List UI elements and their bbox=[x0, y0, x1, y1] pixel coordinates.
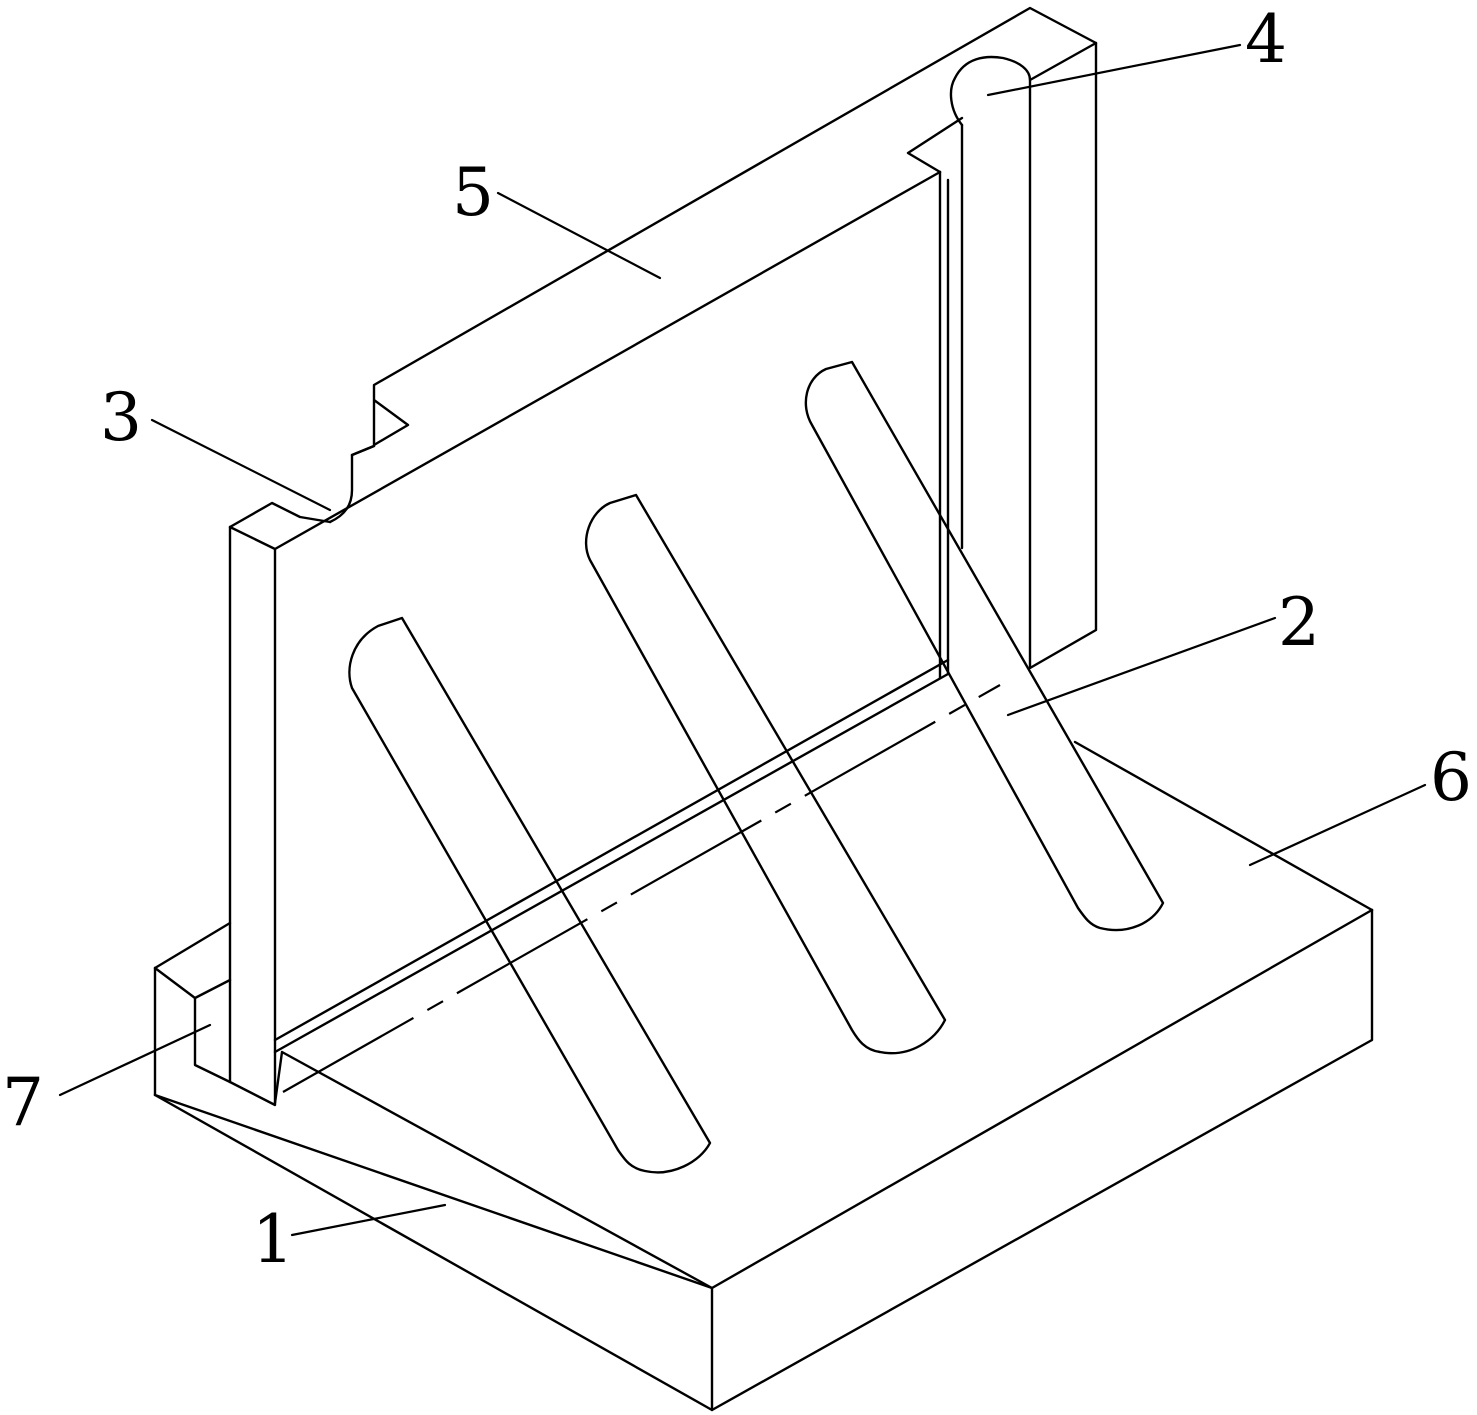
plate-bottom-edge bbox=[273, 672, 950, 1054]
leader-7 bbox=[58, 1023, 212, 1097]
leader-4 bbox=[986, 43, 1242, 97]
plate-top-notch bbox=[350, 444, 376, 457]
ledge-line bbox=[273, 658, 950, 1042]
plate-back-top-edge bbox=[328, 6, 1098, 670]
leader-1 bbox=[290, 1203, 447, 1237]
plate-left-post-top bbox=[228, 501, 332, 529]
leader-6 bbox=[1248, 783, 1427, 867]
step-inner-vertical bbox=[193, 996, 232, 1084]
base-step-groove bbox=[193, 996, 714, 1290]
plate-left-post-outer bbox=[228, 525, 277, 1107]
column-notch bbox=[906, 116, 964, 174]
leader-2 bbox=[1006, 616, 1277, 717]
column-round-top bbox=[949, 55, 1032, 127]
callout-6: 6 bbox=[1430, 739, 1472, 816]
right-column bbox=[1028, 41, 1098, 670]
leader-5 bbox=[496, 191, 662, 280]
leader-3 bbox=[150, 418, 332, 512]
callout-1: 1 bbox=[252, 1201, 294, 1278]
callout-5: 5 bbox=[452, 154, 494, 231]
callout-4: 4 bbox=[1245, 1, 1287, 78]
step-to-plate-line bbox=[273, 1050, 714, 1290]
base-left-top-inner bbox=[153, 966, 232, 1000]
base-back-left-edge bbox=[153, 921, 232, 970]
leader-lines bbox=[58, 43, 1427, 1237]
callout-labels: 1 2 3 4 5 6 7 bbox=[2, 1, 1472, 1278]
slot-right bbox=[804, 360, 1165, 932]
base-plate bbox=[153, 740, 1374, 1412]
slots bbox=[348, 360, 1165, 1174]
slot-left bbox=[348, 616, 712, 1174]
base-top-face-front-edge bbox=[153, 908, 1374, 1290]
callout-7: 7 bbox=[2, 1064, 44, 1141]
plate-front-top-edge bbox=[273, 170, 942, 551]
slot-middle bbox=[584, 493, 947, 1055]
base-bottom-edge bbox=[153, 908, 1374, 1412]
callout-2: 2 bbox=[1278, 584, 1320, 661]
angle-plate bbox=[228, 6, 1098, 1107]
callout-3: 3 bbox=[100, 379, 142, 456]
centre-line bbox=[282, 684, 1001, 1093]
base-back-right-edge bbox=[1073, 740, 1374, 912]
